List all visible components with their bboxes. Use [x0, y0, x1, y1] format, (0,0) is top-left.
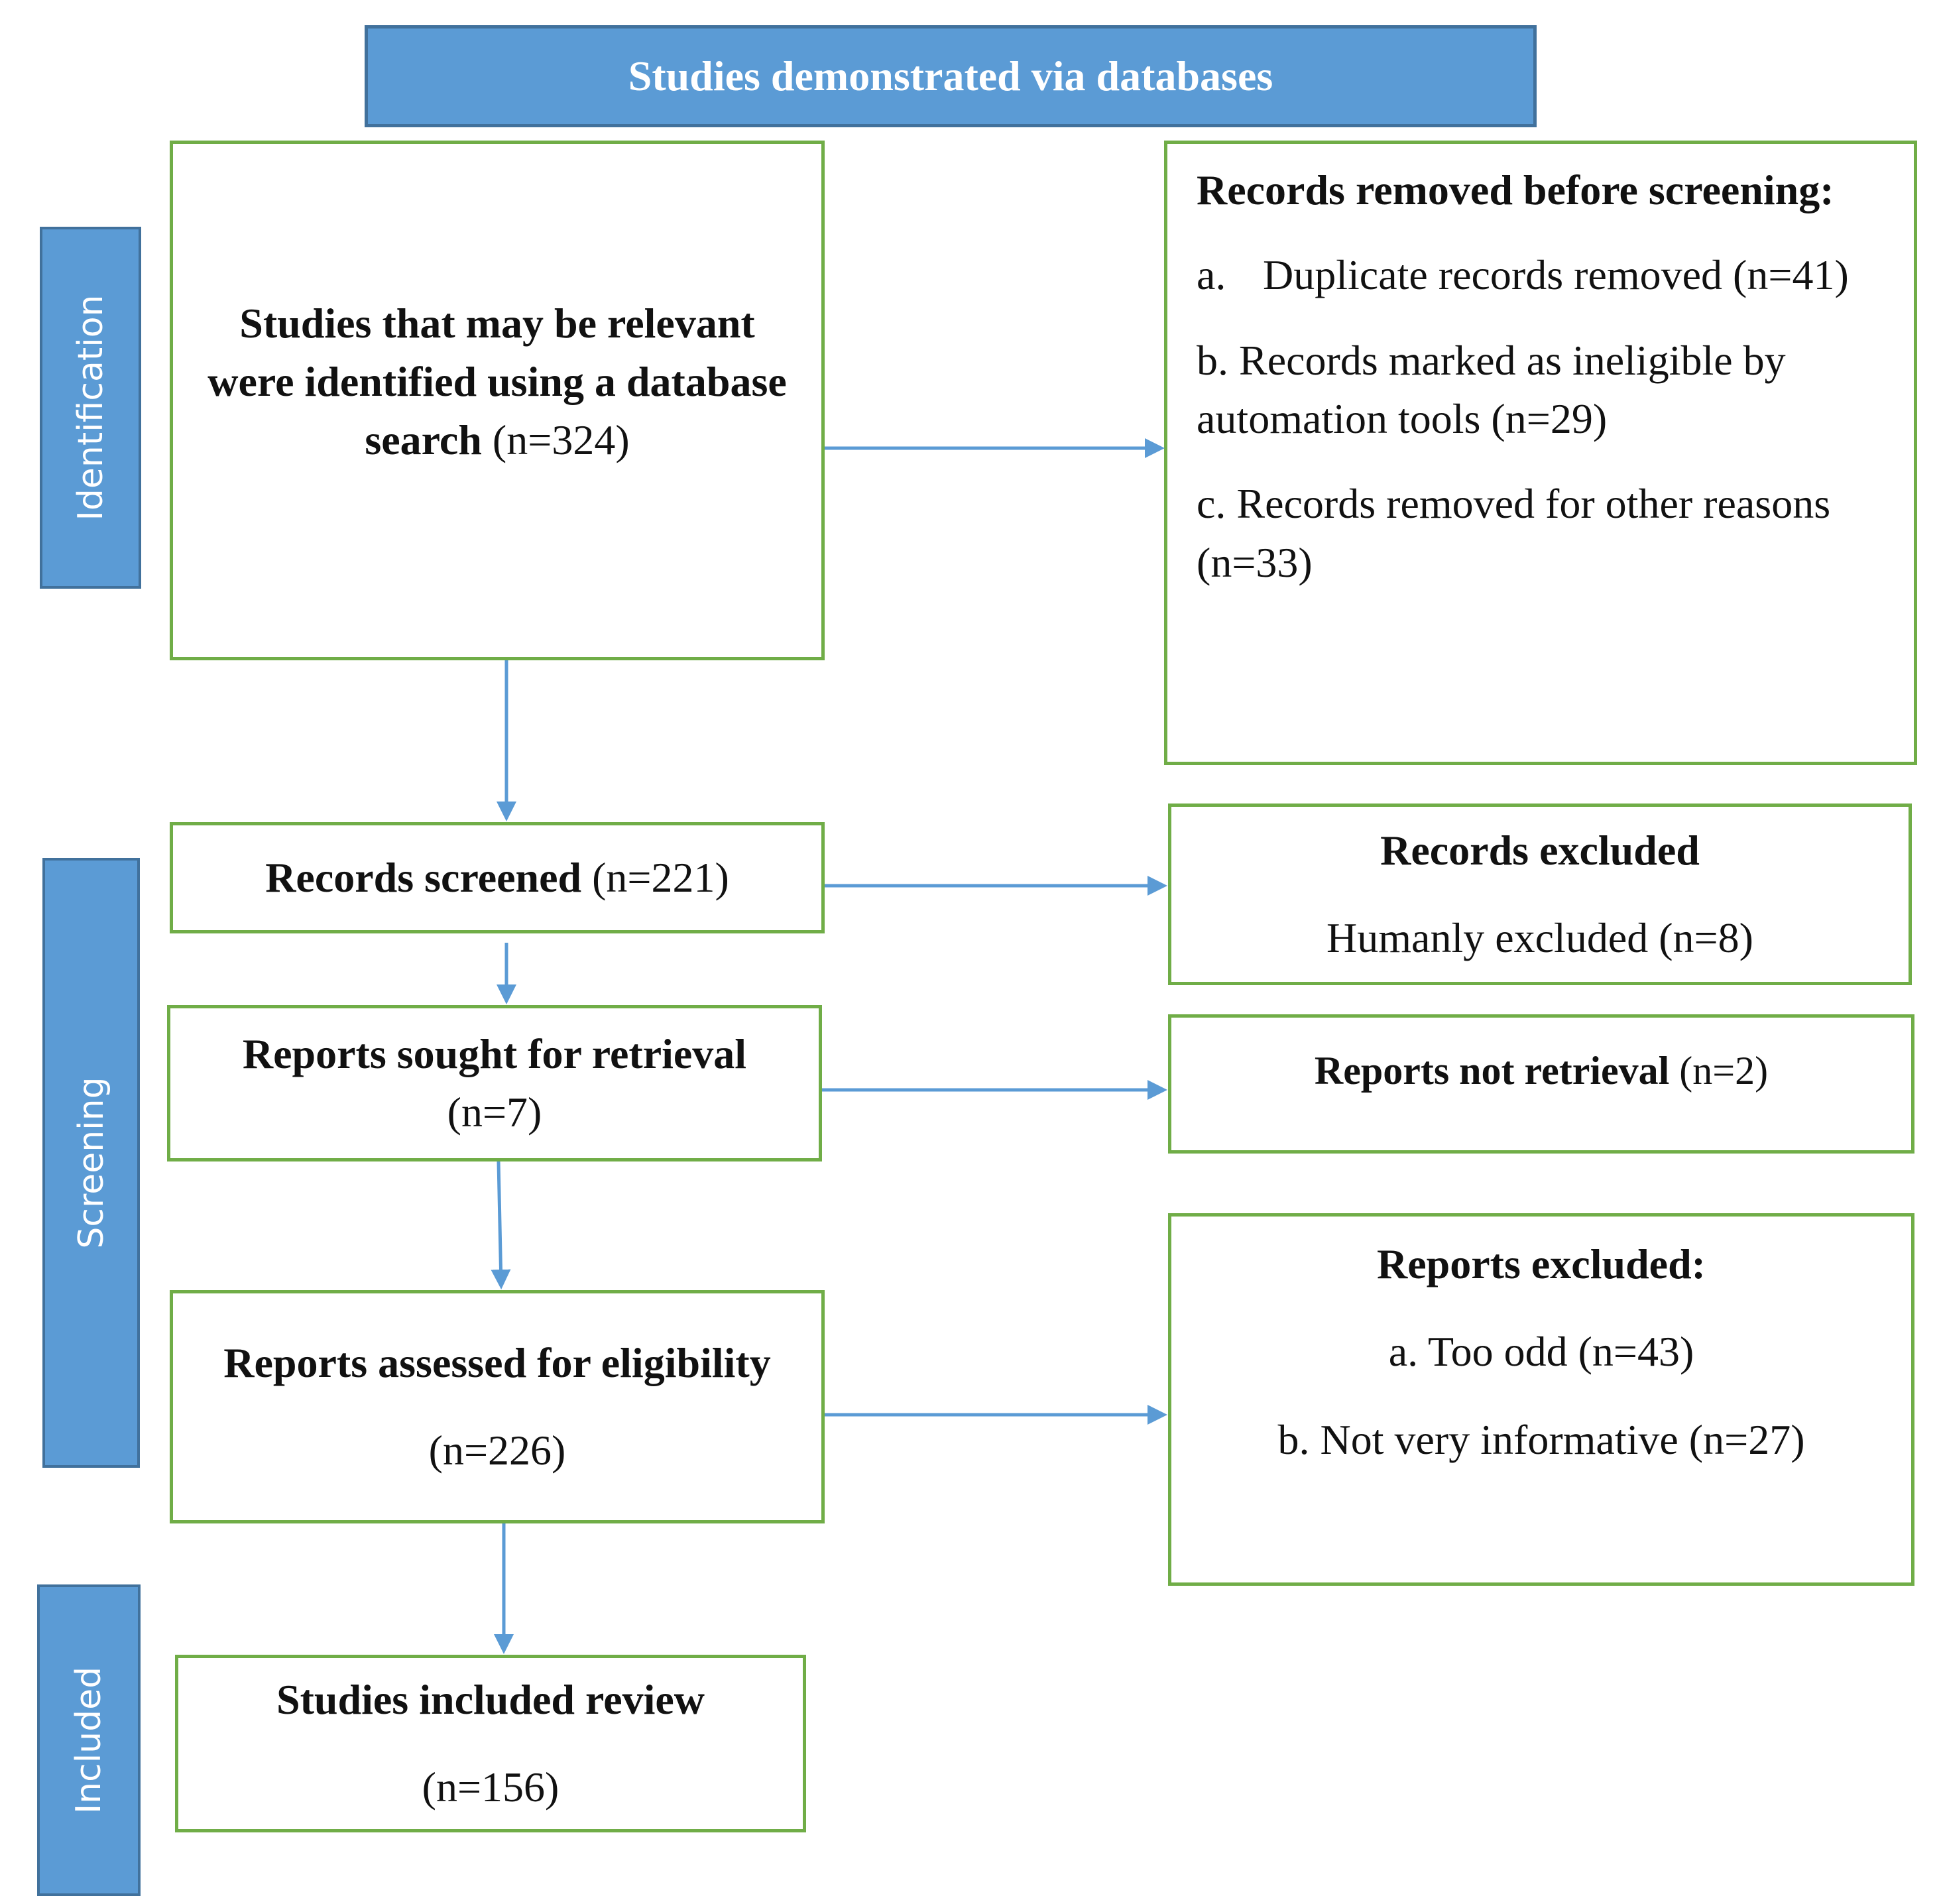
- reports-excluded-item: a. Too odd (n=43): [1388, 1328, 1694, 1376]
- not-retrieved-box: Reports not retrieval (n=2): [1168, 1014, 1914, 1154]
- screened-label: Records screened: [265, 853, 582, 901]
- assessed-count: (n=226): [428, 1427, 566, 1474]
- removed-title: Records removed before screening:: [1197, 166, 1834, 213]
- header-title: Studies demonstrated via databases: [628, 52, 1273, 99]
- stage-screening: Screening: [42, 858, 140, 1468]
- identified-count: (n=324): [492, 416, 630, 464]
- assessed-label: Reports assessed for eligibility: [223, 1339, 771, 1386]
- included-count: (n=156): [422, 1763, 559, 1811]
- sought-label: Reports sought for retrieval: [242, 1030, 747, 1077]
- not-retrieved-label: Reports not retrieval: [1314, 1048, 1670, 1093]
- stage-identification: Identification: [40, 227, 141, 589]
- records-excluded-title: Records excluded: [1380, 826, 1700, 874]
- arrow-sought-to-assessed: [491, 1161, 511, 1289]
- sought-count: (n=7): [447, 1089, 542, 1136]
- not-retrieved-count: (n=2): [1679, 1048, 1769, 1093]
- assessed-box: Reports assessed for eligibility (n=226): [170, 1290, 825, 1523]
- stage-included: Included: [37, 1584, 141, 1896]
- screened-count: (n=221): [592, 853, 729, 901]
- header-banner: Studies demonstrated via databases: [365, 25, 1537, 127]
- reports-excluded-box: Reports excluded: a. Too odd (n=43) b. N…: [1168, 1213, 1914, 1586]
- screened-box: Records screened (n=221): [170, 822, 825, 933]
- removed-box: Records removed before screening: a. Dup…: [1164, 141, 1917, 765]
- sought-box: Reports sought for retrieval (n=7): [167, 1005, 822, 1161]
- reports-excluded-title: Reports excluded:: [1377, 1240, 1706, 1287]
- included-box: Studies included review (n=156): [175, 1655, 806, 1832]
- records-excluded-box: Records excluded Humanly excluded (n=8): [1168, 803, 1912, 985]
- identified-label: Studies that may be relevant were identi…: [207, 299, 787, 464]
- records-excluded-detail: Humanly excluded (n=8): [1326, 914, 1753, 961]
- included-label: Studies included review: [276, 1675, 705, 1723]
- identified-box: Studies that may be relevant were identi…: [170, 141, 825, 660]
- reports-excluded-item: b. Not very informative (n=27): [1277, 1415, 1805, 1463]
